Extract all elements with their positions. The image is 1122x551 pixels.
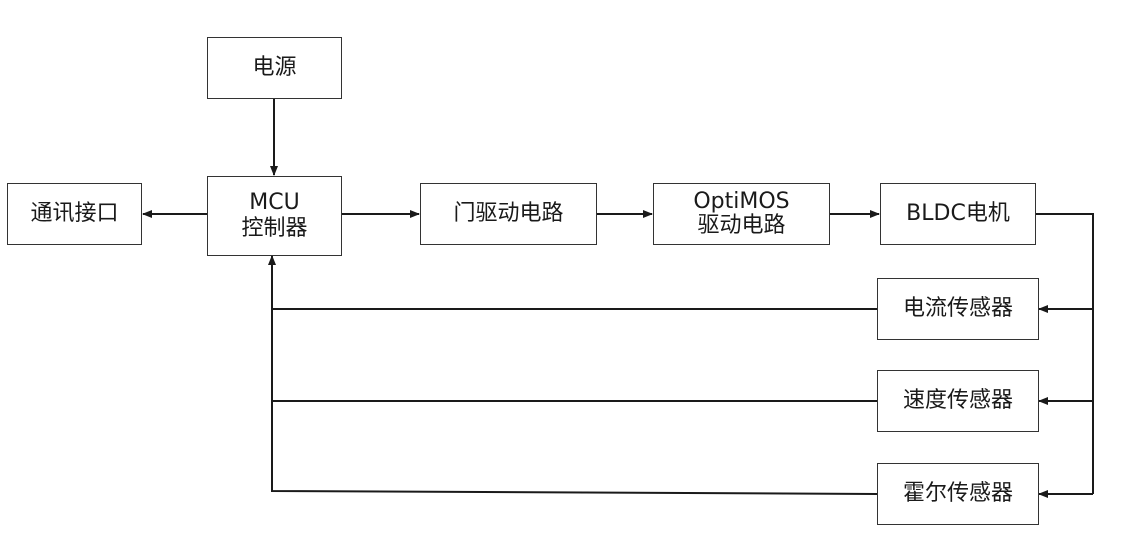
node-current-sensor-label: 电流传感器: [902, 296, 1013, 321]
node-current-sensor: 电流传感器: [877, 278, 1039, 340]
node-speed-sensor: 速度传感器: [877, 370, 1039, 432]
node-power: 电源: [207, 37, 342, 99]
node-optimos-driver: OptiMOS 驱动电路: [653, 183, 830, 245]
node-comm-label: 通讯接口: [30, 201, 119, 226]
edge-hall-sensor-to-mcu: [268, 255, 878, 495]
node-comm-interface: 通讯接口: [7, 183, 142, 245]
node-bldc-motor: BLDC电机: [880, 183, 1036, 245]
node-optimos-line2: 驱动电路: [697, 213, 786, 238]
node-power-label: 电源: [252, 55, 297, 80]
edge-motor-bus: [1035, 213, 1094, 494]
node-mcu-line2: 控制器: [241, 216, 308, 241]
node-gate-driver: 门驱动电路: [420, 183, 597, 245]
node-hall-sensor-label: 霍尔传感器: [902, 481, 1013, 506]
node-optimos-line1: OptiMOS: [693, 189, 790, 214]
node-hall-sensor: 霍尔传感器: [877, 463, 1039, 525]
node-motor-label: BLDC电机: [906, 201, 1010, 226]
node-mcu-controller: MCU 控制器: [207, 176, 342, 256]
node-gate-driver-label: 门驱动电路: [453, 201, 564, 226]
node-speed-sensor-label: 速度传感器: [902, 388, 1013, 413]
node-mcu-line1: MCU: [249, 190, 300, 215]
